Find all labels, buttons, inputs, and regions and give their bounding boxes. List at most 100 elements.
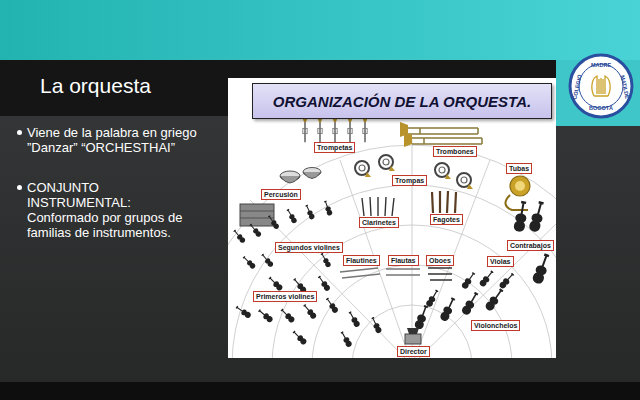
instrument-tag: Oboes [426, 255, 454, 266]
instrument-tag: Primeros violines [253, 291, 317, 302]
violin [339, 330, 353, 348]
bassoon [432, 191, 456, 213]
trumpet [317, 118, 322, 142]
trumpet [347, 118, 352, 142]
instrument-name: Trompas [395, 177, 424, 184]
violin [242, 255, 257, 270]
bottom-bar [0, 382, 640, 400]
trumpet [332, 118, 337, 142]
bullet-text: CONJUNTO INSTRUMENTAL: Conformado por gr… [27, 180, 197, 240]
instrument-name: Clarinetes [362, 219, 396, 226]
violin [323, 200, 333, 216]
instrument-name: Contrabajos [510, 242, 551, 249]
first-violins [235, 275, 383, 348]
oboe [428, 268, 452, 280]
horn [379, 155, 395, 171]
logo-text: COLEGIO [571, 74, 582, 100]
percussion-case [240, 204, 274, 226]
trumpet [302, 118, 307, 142]
viola [425, 289, 440, 308]
trombone-bell [404, 132, 412, 147]
instrument-name: Director [400, 348, 427, 355]
logo-text: MADRE [591, 62, 611, 68]
instrument-tag: Violonchelos [471, 320, 520, 331]
logo-ring [579, 64, 623, 108]
instrument-name: Segundos violines [278, 244, 340, 251]
instrument-name: Flautas [391, 257, 416, 264]
violin [235, 304, 252, 319]
trumpet [362, 118, 367, 142]
viola [478, 269, 495, 288]
trombone [408, 128, 478, 134]
violin [291, 329, 307, 345]
horn [457, 173, 473, 189]
horn [355, 161, 371, 177]
violin [319, 252, 331, 268]
instrument-tag: Fagotes [430, 214, 463, 225]
instrument-tag: Violas [487, 256, 514, 267]
instrument-tag: Trompas [392, 175, 427, 186]
instrument-tag: Flautines [343, 255, 380, 266]
trombones [400, 122, 482, 147]
logo-text: BOGOTÁ [589, 105, 613, 111]
tuba [505, 176, 530, 210]
instrument-name: Violonchelos [474, 322, 517, 329]
seating-arc [232, 185, 556, 358]
logo-lyre [592, 76, 610, 96]
tuba-bell [510, 176, 530, 196]
instrument-tag: Trompetas [314, 142, 355, 153]
heading-box: ORGANIZACIÓN DE LA ORQUESTA. [252, 83, 552, 119]
violin [304, 204, 316, 220]
instrument-name: Fagotes [433, 216, 460, 223]
violin [324, 297, 339, 314]
trombone [412, 138, 482, 144]
horn [435, 163, 451, 179]
slide-title: La orquesta [40, 74, 151, 98]
seating-radial [412, 220, 556, 358]
bullet-dot [17, 130, 22, 135]
trumpets [302, 118, 367, 142]
podium [405, 328, 421, 344]
violin [267, 275, 283, 291]
viola [461, 271, 477, 290]
music-stand [407, 328, 419, 334]
logo-disc [570, 55, 632, 117]
instrument-name: Primeros violines [256, 293, 314, 300]
image-panel [228, 78, 556, 358]
logo-text: MATILDE [620, 75, 631, 100]
heading-text: ORGANIZACIÓN DE LA ORQUESTA. [273, 93, 531, 110]
instrument-tag: Clarinetes [359, 217, 399, 228]
violin [302, 303, 318, 320]
timpani-body [303, 172, 321, 179]
violin [279, 307, 295, 323]
cello [439, 296, 457, 322]
horns [355, 155, 473, 189]
cello [414, 304, 431, 330]
violin [248, 223, 262, 238]
viola [498, 272, 515, 290]
instrument-tag: Tubas [506, 163, 532, 174]
instrument-tag: Percusión [261, 189, 301, 200]
tuba-bell [515, 181, 525, 191]
instrument-tag: Flautas [388, 255, 419, 266]
violin [285, 208, 297, 224]
clarinet [362, 197, 394, 216]
seating-arc [228, 145, 556, 358]
cello [461, 291, 481, 317]
instrument-tag: Trombones [433, 146, 477, 157]
violin [257, 308, 274, 324]
seating-arcs [228, 140, 556, 358]
woodwinds [340, 191, 456, 280]
violin [316, 275, 331, 292]
percussion [240, 168, 321, 227]
double-bass [531, 252, 552, 285]
instrument-tag: Contrabajos [507, 240, 554, 251]
bullet-dot [17, 185, 22, 190]
seating-radial [412, 140, 413, 358]
instrument-tag: Segundos violines [275, 242, 343, 253]
double-bass [528, 200, 547, 233]
instrument-name: Flautines [346, 257, 377, 264]
seating-radial [250, 200, 412, 358]
instrument-name: Trompetas [317, 144, 352, 151]
